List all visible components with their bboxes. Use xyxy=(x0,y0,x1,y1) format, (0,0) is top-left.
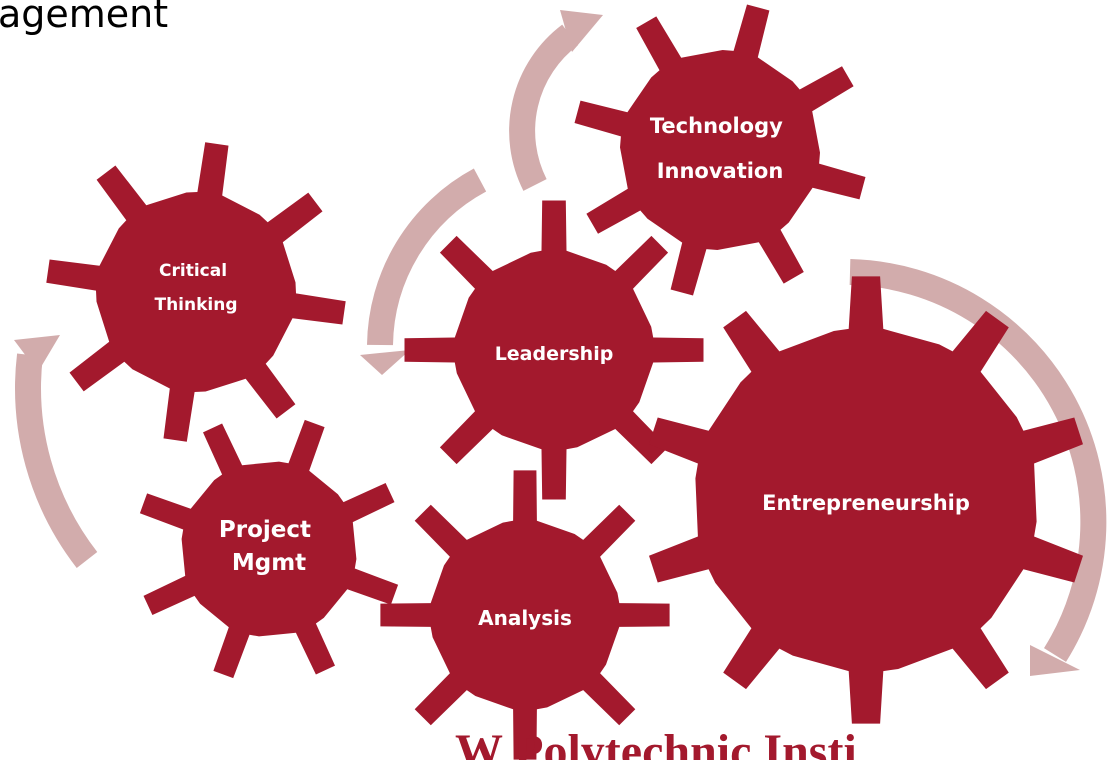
gear-project-mgmt-label-2: Mgmt xyxy=(232,550,306,576)
svg-text:Entrepreneurship: Entrepreneurship xyxy=(762,491,970,515)
svg-text:Analysis: Analysis xyxy=(478,606,572,630)
svg-text:Technology Innovatio: Technology Innovation xyxy=(650,114,790,183)
cycle-arrows xyxy=(14,10,1107,676)
gear-technology-innovation: Technology Innovation xyxy=(574,4,866,296)
gear-technology-innovation-label-1: Technology xyxy=(650,114,783,138)
arrow-left xyxy=(15,353,98,568)
gears: Critical Thinking Technology Innovation … xyxy=(46,4,1083,760)
gear-leadership-label: Leadership xyxy=(495,343,614,365)
svg-text:Leadership: Leadership xyxy=(495,343,614,365)
gear-project-mgmt-shape xyxy=(139,419,399,679)
gear-critical-thinking: Critical Thinking xyxy=(46,142,346,442)
footer-title: W Polytechnic Insti xyxy=(455,725,857,760)
gear-entrepreneurship-label: Entrepreneurship xyxy=(762,491,970,515)
gear-analysis-label: Analysis xyxy=(478,606,572,630)
arrow-left-head xyxy=(14,335,60,372)
gear-leadership: Leadership xyxy=(404,200,704,500)
svg-text:Critical Thinking: Critical Thinking xyxy=(154,261,237,315)
gear-critical-thinking-label-1: Critical xyxy=(159,261,227,281)
svg-text:Project Mgmt: Project Mgmt xyxy=(219,517,319,576)
arrow-middle-head xyxy=(360,350,410,375)
gear-project-mgmt-label-1: Project xyxy=(219,517,311,543)
gear-critical-thinking-shape xyxy=(46,142,346,442)
gear-critical-thinking-label-2: Thinking xyxy=(154,295,237,315)
page-title: agement xyxy=(0,0,169,36)
arrow-right xyxy=(849,259,1107,662)
arrow-top-head xyxy=(560,10,603,52)
gear-analysis: Analysis xyxy=(380,470,670,760)
gear-technology-innovation-label-2: Innovation xyxy=(657,159,784,183)
arrow-top xyxy=(509,24,579,191)
arrow-middle xyxy=(367,168,487,346)
gear-project-mgmt: Project Mgmt xyxy=(139,419,399,679)
arrow-right-head xyxy=(1030,645,1080,676)
gear-technology-innovation-shape xyxy=(574,4,866,296)
gear-entrepreneurship-shape xyxy=(649,276,1083,724)
gear-entrepreneurship: Entrepreneurship xyxy=(649,276,1083,724)
gear-leadership-shape xyxy=(404,200,704,500)
gear-analysis-shape xyxy=(380,470,670,760)
